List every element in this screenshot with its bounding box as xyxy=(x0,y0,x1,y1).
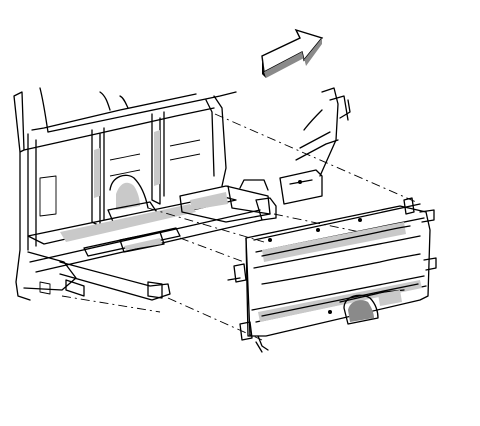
cab-body-frame xyxy=(13,87,237,301)
right-door-pillar xyxy=(295,87,351,177)
direction-arrow-icon xyxy=(261,28,324,78)
panel-assembly xyxy=(227,180,437,353)
floor-pan-rails xyxy=(23,169,323,301)
